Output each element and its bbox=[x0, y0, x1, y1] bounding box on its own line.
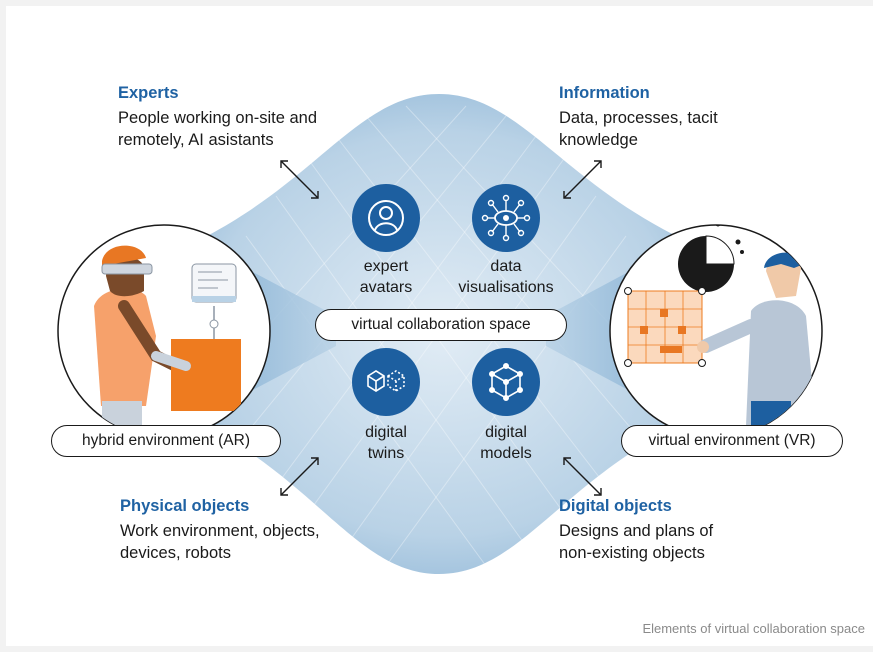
experts-desc-line1: People working on-site and bbox=[118, 109, 318, 127]
data-visualisations-label: data visualisations bbox=[431, 256, 581, 298]
digital-desc-line2: non-existing objects bbox=[559, 544, 705, 562]
experts-desc-line2: remotely, AI asistants bbox=[118, 131, 274, 149]
hybrid-environment-pill: hybrid environment (AR) bbox=[51, 425, 281, 457]
physical-objects-title: Physical objects bbox=[120, 497, 250, 515]
digital-models-label: digital models bbox=[431, 422, 581, 464]
wireframe-cube-icon bbox=[472, 348, 540, 416]
digital-twins-label: digital twins bbox=[311, 422, 461, 464]
arrow-physical bbox=[280, 457, 319, 496]
arrow-digital bbox=[563, 457, 602, 496]
person-icon bbox=[352, 184, 420, 252]
canvas: Experts People working on-site and remot… bbox=[6, 6, 873, 646]
physical-objects-description: Work environment, objects, devices, robo… bbox=[120, 520, 380, 564]
digital-models-line2: models bbox=[480, 445, 532, 462]
digital-models-line1: digital bbox=[485, 424, 527, 441]
expert-avatars-line2: avatars bbox=[359, 279, 413, 296]
figure-caption: Elements of virtual collaboration space bbox=[642, 621, 865, 636]
physical-desc-line1: Work environment, objects, bbox=[120, 522, 320, 540]
data-visualisations-line2: visualisations bbox=[458, 279, 554, 296]
data-visualisations-line1: data bbox=[490, 258, 522, 275]
information-title: Information bbox=[559, 84, 650, 102]
arrow-information bbox=[563, 160, 602, 199]
digital-twins-line2: twins bbox=[367, 445, 405, 462]
physical-desc-line2: devices, robots bbox=[120, 544, 231, 562]
twin-cubes-icon bbox=[352, 348, 420, 416]
experts-description: People working on-site and remotely, AI … bbox=[118, 107, 378, 151]
information-description: Data, processes, tacit knowledge bbox=[559, 107, 819, 151]
expert-avatars-label: expert avatars bbox=[311, 256, 461, 298]
digital-objects-title: Digital objects bbox=[559, 497, 672, 515]
experts-title: Experts bbox=[118, 84, 179, 102]
digital-twins-line1: digital bbox=[365, 424, 407, 441]
network-eye-icon bbox=[472, 184, 540, 252]
center-label-pill: virtual collaboration space bbox=[315, 309, 567, 341]
digital-desc-line1: Designs and plans of bbox=[559, 522, 714, 540]
vr-figure-illustration bbox=[609, 224, 823, 438]
digital-objects-description: Designs and plans of non-existing object… bbox=[559, 520, 819, 564]
information-desc-line1: Data, processes, tacit bbox=[559, 109, 718, 127]
arrows bbox=[280, 160, 602, 496]
information-desc-line2: knowledge bbox=[559, 131, 638, 149]
arrow-experts bbox=[280, 160, 319, 199]
expert-avatars-line1: expert bbox=[363, 258, 409, 275]
virtual-environment-pill: virtual environment (VR) bbox=[621, 425, 843, 457]
